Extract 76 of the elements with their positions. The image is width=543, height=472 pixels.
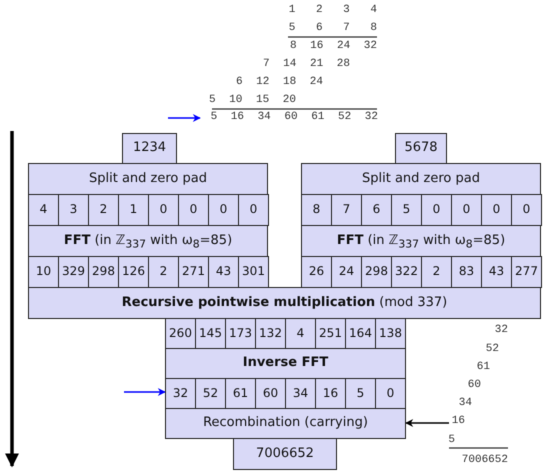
value-cell: 5 <box>345 378 376 409</box>
product-row: 5 16 34 60 61 52 32 <box>200 111 378 126</box>
value-cell: 0 <box>148 194 179 226</box>
value-cell: 322 <box>391 256 422 288</box>
step-box: FFT (in ℤ$_{337}$ with ω$_{8}$=85) <box>28 225 268 257</box>
value-cell: 26 <box>301 256 332 288</box>
value-cell: 145 <box>195 318 226 349</box>
value-cell: 32 <box>165 378 196 409</box>
value-cell: 2 <box>421 256 452 288</box>
step-box: Inverse FFT <box>165 348 406 379</box>
value-cell: 43 <box>481 256 512 288</box>
value-cell: 83 <box>451 256 482 288</box>
value-cell: 24 <box>331 256 362 288</box>
value-cell: 329 <box>58 256 89 288</box>
value-cell: 2 <box>148 256 179 288</box>
value-cell: 132 <box>255 318 286 349</box>
addition-row-text: 34 <box>458 397 472 410</box>
value-cell: 1 <box>118 194 149 226</box>
value-cell: 277 <box>511 256 542 288</box>
addition-row: 5 <box>447 434 455 447</box>
value-cell: 301 <box>238 256 269 288</box>
multiplication-row-text: 5 10 15 20 <box>208 94 296 107</box>
step-box: FFT (in ℤ$_{337}$ with ω$_{8}$=85) <box>301 225 541 257</box>
value-cell: 5 <box>391 194 422 226</box>
addition-row-text: 7006652 <box>460 454 508 467</box>
value-cell: 0 <box>421 194 452 226</box>
value-cell: 2 <box>88 194 119 226</box>
value-cell: 0 <box>375 378 406 409</box>
step-box: Split and zero pad <box>28 163 268 195</box>
value-cell: 7 <box>331 194 362 226</box>
value-cell: 271 <box>178 256 209 288</box>
addition-row: 16 <box>449 416 465 430</box>
input-number-box: 5678 <box>395 133 447 164</box>
value-cell: 16 <box>315 378 346 409</box>
value-cell: 0 <box>511 194 542 226</box>
value-cell: 0 <box>451 194 482 226</box>
arrow <box>124 388 166 396</box>
value-cell: 43 <box>208 256 239 288</box>
value-cell: 34 <box>285 378 316 409</box>
value-cell: 60 <box>255 378 286 409</box>
addition-row-text: 32 <box>494 324 508 337</box>
value-cell: 52 <box>195 378 226 409</box>
value-cell: 4 <box>285 318 316 349</box>
value-cell: 0 <box>208 194 239 226</box>
value-cell: 164 <box>345 318 376 349</box>
value-cell: 4 <box>28 194 59 226</box>
arrow <box>168 114 201 122</box>
value-cell: 61 <box>225 378 256 409</box>
value-cell: 138 <box>375 318 406 349</box>
step-box: Split and zero pad <box>301 163 541 195</box>
value-cell: 251 <box>315 318 346 349</box>
value-cell: 260 <box>165 318 196 349</box>
multiplication-row-text: 8 16 24 32 <box>288 40 377 53</box>
multiplication-row-text: 5 6 7 8 <box>288 22 377 35</box>
value-cell: 298 <box>88 256 119 288</box>
addition-row-text: 61 <box>476 361 490 374</box>
step-box: Recombination (carrying) <box>165 408 406 439</box>
result-box: 7006652 <box>233 438 337 470</box>
arrow <box>405 419 449 427</box>
multiplication-row-text: 6 12 18 24 <box>234 76 323 89</box>
multiplication-row-text: 7 14 21 28 <box>262 58 350 71</box>
value-cell: 6 <box>361 194 392 226</box>
step-box: Recursive pointwise multiplication (mod 337) <box>28 287 541 319</box>
value-cell: 0 <box>178 194 209 226</box>
value-cell: 3 <box>58 194 89 226</box>
value-cell: 173 <box>225 318 256 349</box>
value-cell: 0 <box>481 194 512 226</box>
input-number-box: 1234 <box>122 133 177 164</box>
multiplication-row-text: 1 2 3 4 <box>288 4 377 17</box>
value-cell: 10 <box>28 256 59 288</box>
value-cell: 298 <box>361 256 392 288</box>
value-cell: 126 <box>118 256 149 288</box>
addition-row-text: 52 <box>484 343 499 356</box>
value-cell: 0 <box>238 194 269 226</box>
addition-row-text: 60 <box>466 379 481 392</box>
value-cell: 8 <box>301 194 332 226</box>
